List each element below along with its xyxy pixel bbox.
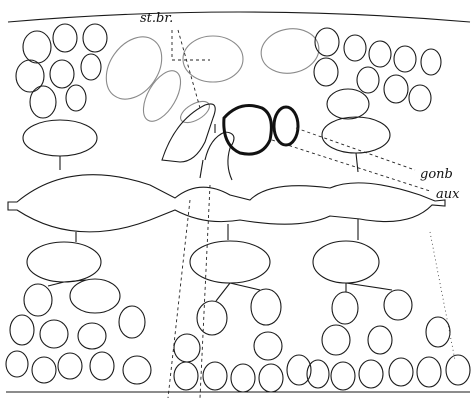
lower-right-chain (307, 219, 470, 390)
sterile-branch (162, 104, 234, 180)
auxiliary-cell-complex (224, 106, 298, 155)
label-st-br: st.br. (140, 11, 173, 26)
lower-left-chain (6, 232, 151, 384)
central-axis (8, 175, 445, 232)
lower-middle-chain (174, 224, 311, 392)
top-boundary (8, 12, 470, 22)
faint-filament-cells (95, 24, 323, 127)
label-aux: aux (436, 187, 460, 202)
upper-left-chain (16, 24, 107, 170)
pointer-lines (168, 30, 455, 398)
upper-right-chain (314, 28, 441, 172)
label-gonb: gonb (420, 167, 453, 182)
